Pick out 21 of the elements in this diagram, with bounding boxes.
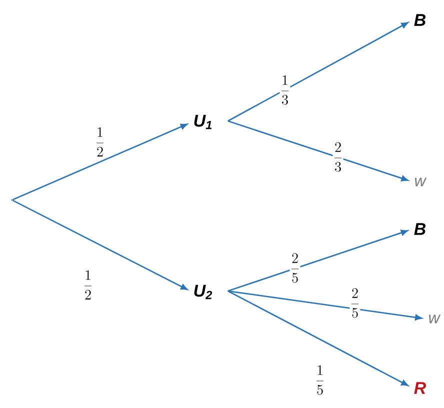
arrow [228,290,408,386]
arrow [12,200,188,290]
probability-fraction: $\frac{1}{3}$ [280,75,290,105]
probability-fraction: $\frac{1}{5}$ [314,365,326,395]
arrow [228,230,408,292]
probability-fraction: $\frac{2}{5}$ [350,288,360,318]
event-label: U$_{2}$ [194,284,212,300]
outcome-label: B [414,223,426,235]
outcome-label: B [414,14,426,26]
probability-fraction: $\frac{2}{5}$ [290,253,300,283]
probability-fraction: $\frac{1}{2}$ [82,270,94,300]
arrow [12,124,188,200]
outcome-label: w [415,178,427,186]
probability-fraction: $\frac{2}{3}$ [332,142,344,172]
probability-fraction: $\frac{1}{2}$ [94,127,106,157]
arrow [228,22,408,122]
arrow [228,120,408,182]
outcome-label: w [429,314,441,324]
event-label: U$_{1}$ [194,114,212,130]
arrow [228,290,422,320]
outcome-label: R [414,382,426,394]
